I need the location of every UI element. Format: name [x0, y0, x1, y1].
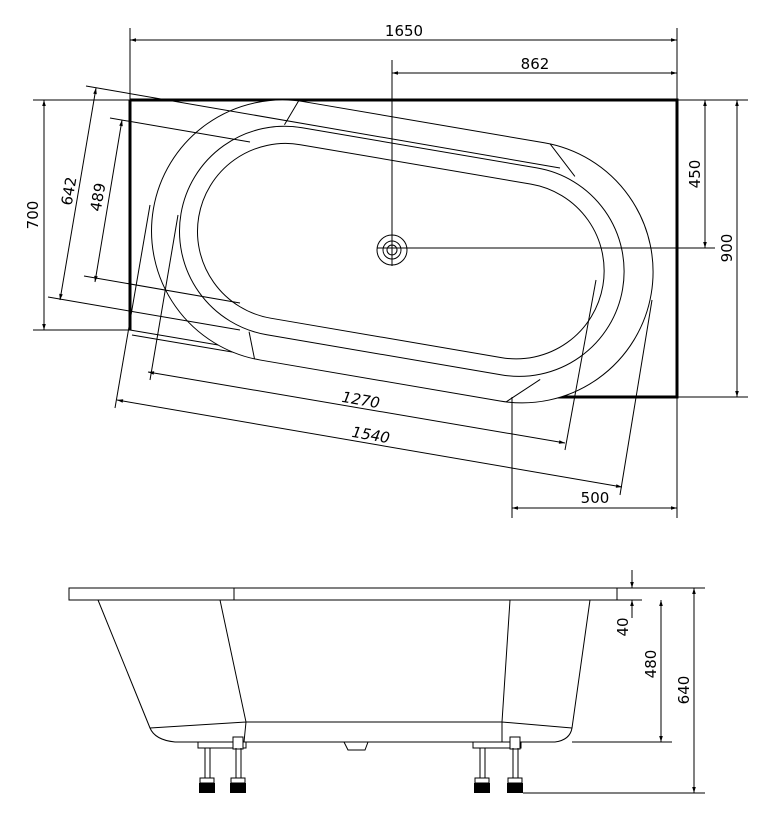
dim-700: 700 [24, 201, 42, 230]
dim-642: 642 [58, 175, 81, 206]
side-view: 40 480 640 [68, 570, 705, 794]
tub-rim [68, 587, 618, 601]
dim-480: 480 [642, 650, 660, 679]
dim-1650: 1650 [385, 22, 423, 40]
tub-seams [248, 100, 576, 403]
dim-40: 40 [614, 617, 632, 636]
support-legs [197, 736, 523, 793]
dim-1540: 1540 [351, 423, 392, 447]
dim-450: 450 [686, 160, 704, 189]
dim-489: 489 [87, 181, 110, 212]
top-view: 1650 862 450 900 700 642 489 1270 1540 5… [24, 22, 748, 518]
dim-1270: 1270 [341, 388, 382, 412]
dim-900: 900 [718, 234, 736, 263]
dim-500: 500 [581, 489, 610, 507]
tub-body [97, 599, 591, 743]
dim-640: 640 [675, 676, 693, 705]
dim-862: 862 [521, 55, 550, 73]
